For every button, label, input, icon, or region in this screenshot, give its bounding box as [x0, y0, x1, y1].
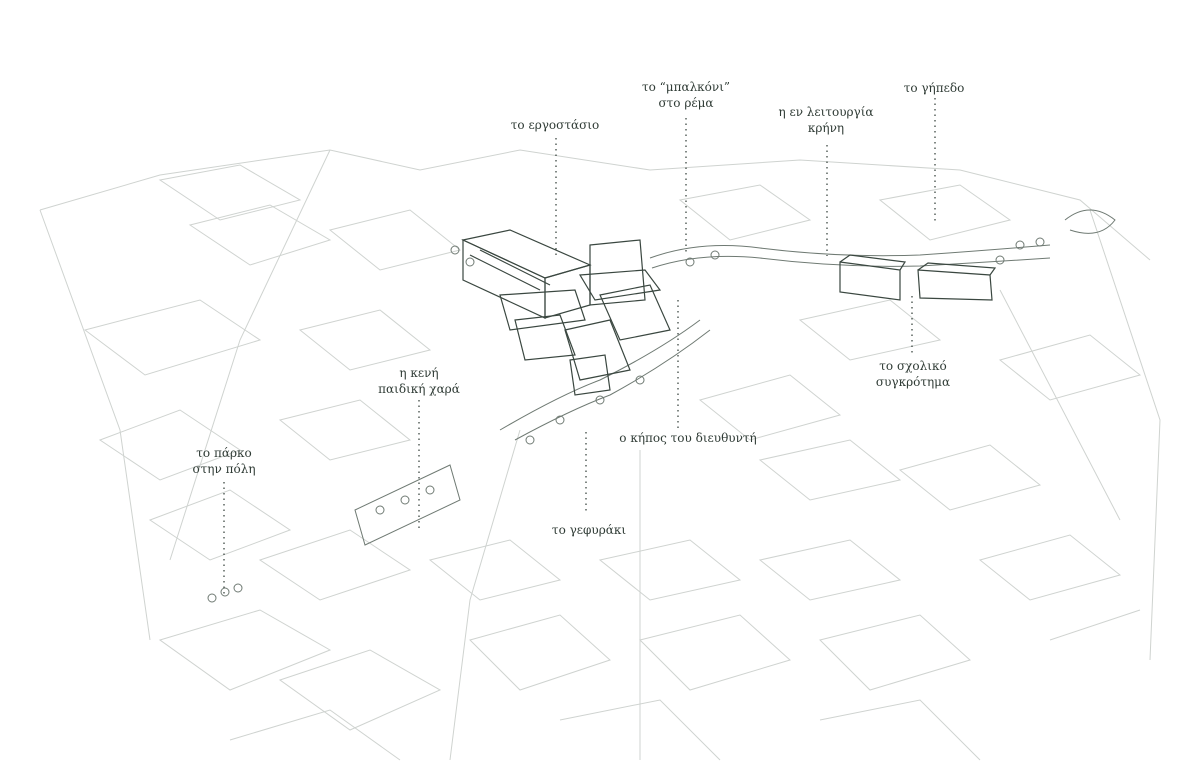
factory-complex	[461, 229, 671, 396]
label-park-line2: στην πόλη	[192, 462, 256, 476]
tree-marks	[207, 209, 1116, 603]
label-garden-text: ο κήπος του διευθυντή	[619, 431, 757, 445]
label-playground-line1: η κενή	[399, 366, 439, 380]
label-fountain: η εν λειτουργία κρήνη	[778, 104, 873, 136]
label-bridge-text: το γεφυράκι	[551, 523, 627, 537]
label-school: το σχολικό συγκρότημα	[876, 358, 950, 390]
label-bridge: το γεφυράκι	[552, 522, 626, 538]
label-balcony-line1: το “μπαλκόνι”	[641, 80, 731, 94]
river-corridor	[354, 244, 1051, 546]
label-school-line1: το σχολικό	[879, 359, 947, 373]
label-playground-line2: παιδική χαρά	[378, 382, 460, 396]
label-fountain-line2: κρήνη	[807, 121, 845, 135]
label-park-line1: το πάρκο	[196, 446, 252, 460]
label-balcony-line2: στο ρέμα	[658, 96, 714, 110]
label-park: το πάρκο στην πόλη	[192, 445, 255, 477]
label-fountain-line1: η εν λειτουργία	[778, 105, 874, 119]
label-stadium: το γήπεδο	[904, 80, 965, 96]
label-balcony: το “μπαλκόνι” στο ρέμα	[642, 79, 730, 111]
leader-lines	[223, 98, 936, 594]
label-garden: ο κήπος του διευθυντή	[619, 430, 756, 446]
background-city-blocks	[39, 149, 1161, 761]
label-stadium-text: το γήπεδο	[903, 81, 965, 95]
label-school-line2: συγκρότημα	[875, 375, 951, 389]
label-factory: το εργοστάσιο	[511, 117, 599, 133]
label-playground: η κενή παιδική χαρά	[378, 365, 460, 397]
label-factory-text: το εργοστάσιο	[510, 118, 600, 132]
school-complex	[839, 254, 997, 301]
